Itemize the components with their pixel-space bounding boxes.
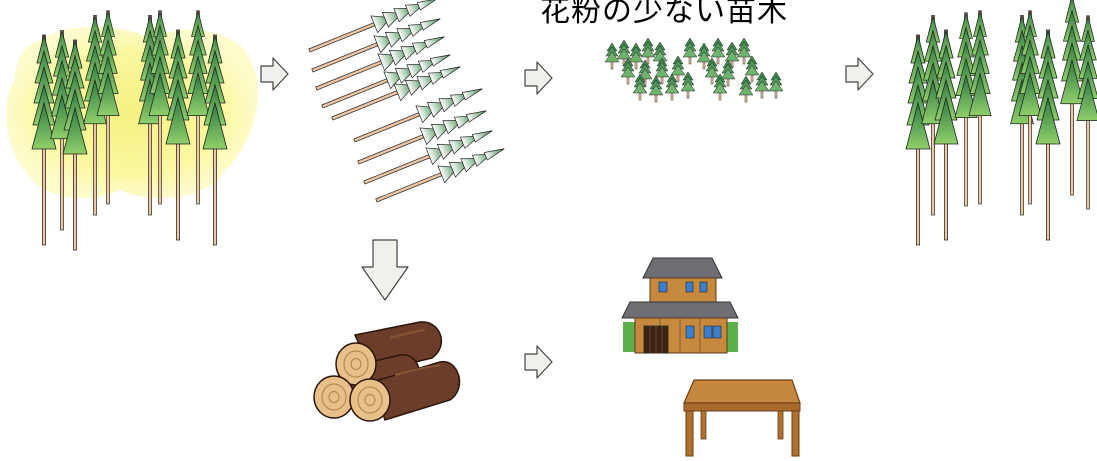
arrow-right-icon bbox=[525, 62, 552, 94]
felled-trees-icon bbox=[306, 0, 508, 209]
arrow-right-icon bbox=[261, 58, 288, 90]
logs-icon bbox=[314, 322, 459, 421]
house-icon bbox=[622, 258, 738, 353]
arrow-right-icon bbox=[525, 346, 552, 378]
seedlings-icon bbox=[605, 38, 783, 102]
new-forest-icon bbox=[906, 0, 1097, 245]
arrow-down-icon bbox=[362, 240, 408, 300]
pollen-forest-icon bbox=[6, 11, 258, 250]
arrow-right-icon bbox=[846, 58, 873, 90]
table-icon bbox=[684, 380, 800, 456]
